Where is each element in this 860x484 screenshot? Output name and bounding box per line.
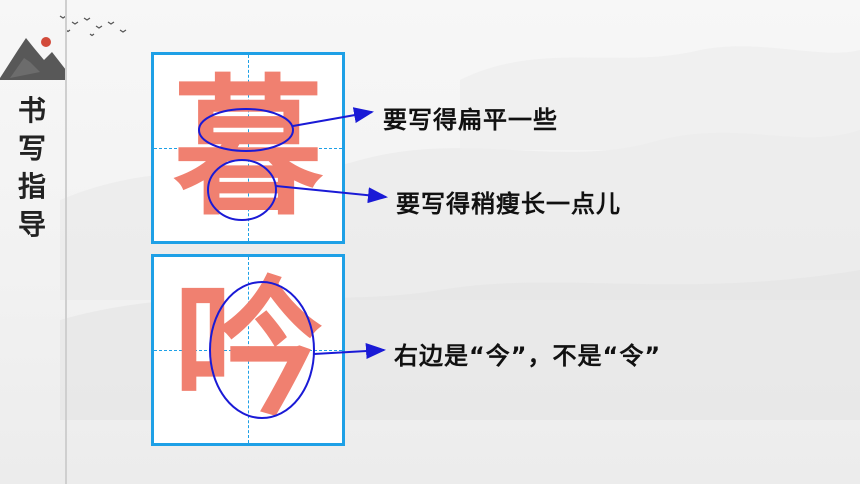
title-char: 指 xyxy=(17,170,46,203)
note-radical: 右边是“今”，不是“令” xyxy=(394,342,662,370)
character-glyph: 暮 xyxy=(172,60,323,236)
left-divider xyxy=(65,0,67,484)
highlight-ellipse-top xyxy=(198,108,294,152)
arrow-bottom xyxy=(313,343,386,360)
arrow-top xyxy=(292,107,374,127)
title-char: 导 xyxy=(17,208,46,241)
note-slender: 要写得稍瘦长一点儿 xyxy=(396,190,621,218)
arrow-middle xyxy=(275,185,388,204)
section-title-vertical: 书 写 指 导 xyxy=(14,92,50,244)
sun-icon xyxy=(41,37,51,47)
grid-guide-vertical xyxy=(248,257,249,443)
title-char: 书 xyxy=(17,94,46,127)
note-flat: 要写得扁平一些 xyxy=(383,106,558,134)
highlight-ellipse-bottom-part xyxy=(207,159,277,221)
writing-grid-mu: 暮 xyxy=(151,52,345,244)
highlight-ellipse-right-part xyxy=(209,281,315,419)
title-char: 写 xyxy=(17,132,46,165)
grid-guide-vertical xyxy=(248,55,249,241)
birds-icon xyxy=(59,15,127,37)
